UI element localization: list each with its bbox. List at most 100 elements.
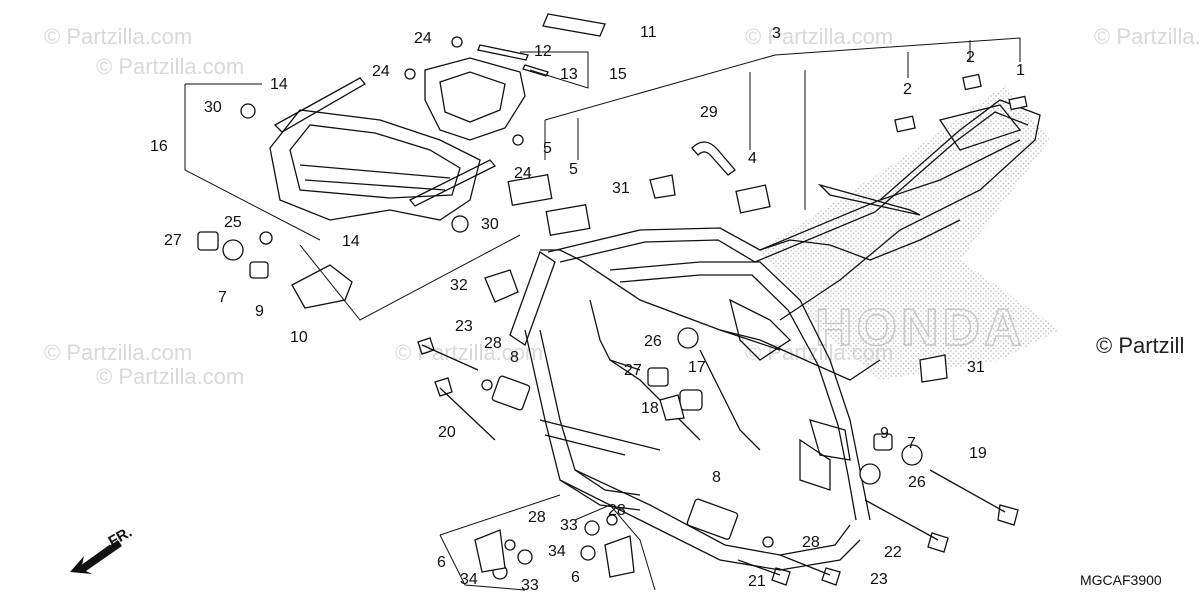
callout-20: 20 xyxy=(438,424,456,441)
callout-1: 1 xyxy=(1016,62,1025,79)
grommet-26b xyxy=(859,463,881,485)
bolt-19 xyxy=(929,469,1019,526)
callout-29: 29 xyxy=(700,104,718,121)
frame-rear-cross xyxy=(817,183,921,216)
bolt-20 xyxy=(434,377,496,441)
frame-gusset xyxy=(589,299,641,371)
callout-8: 8 xyxy=(712,469,721,486)
callout-11: 11 xyxy=(640,24,657,41)
callout-6: 6 xyxy=(437,554,446,571)
bolt-23a xyxy=(417,337,479,371)
collar-17 xyxy=(679,389,703,411)
washer-28c xyxy=(606,514,618,526)
frame-bracket xyxy=(729,298,792,361)
callout-13: 13 xyxy=(560,66,578,83)
cover-strip-12 xyxy=(477,44,529,61)
frame-bracket-2 xyxy=(809,419,851,461)
callout-19: 19 xyxy=(969,445,987,462)
washer-28a xyxy=(481,379,493,391)
callout-30: 30 xyxy=(204,99,222,116)
clamp-31a xyxy=(649,174,676,199)
callout-26: 26 xyxy=(644,333,662,350)
callout-24: 24 xyxy=(414,30,432,47)
label-2b xyxy=(962,73,982,91)
callout-34: 34 xyxy=(460,571,478,588)
frame-front-loop xyxy=(609,261,871,521)
callout-33: 33 xyxy=(560,517,578,534)
callout-31: 31 xyxy=(612,180,630,197)
callout-3: 3 xyxy=(772,25,781,42)
callout-14: 14 xyxy=(342,233,360,250)
watermark: © Partzilla.com xyxy=(1094,24,1200,49)
callout-28: 28 xyxy=(608,502,626,519)
callout-32: 32 xyxy=(450,277,468,294)
callout-18: 18 xyxy=(641,400,659,417)
collar-9a xyxy=(249,261,269,279)
copyright-text: © Partzill xyxy=(1096,333,1185,358)
callout-31: 31 xyxy=(967,359,985,376)
frame-cradle-bottom xyxy=(559,479,861,571)
relay-box-inner xyxy=(439,71,506,123)
callout-34: 34 xyxy=(548,543,566,560)
nut-34b xyxy=(580,545,596,561)
callout-6: 6 xyxy=(571,569,580,586)
frame-down-tube-left-2 xyxy=(539,329,641,496)
clip-18 xyxy=(659,394,685,421)
nut-27a xyxy=(197,231,219,251)
callout-33: 33 xyxy=(521,577,539,594)
rubber-strip-14b xyxy=(408,159,497,207)
brand-text: HONDA xyxy=(815,299,1026,357)
nut-33b xyxy=(517,549,533,565)
battery-tray-inner xyxy=(289,124,461,199)
bolt-head-30b xyxy=(451,215,469,233)
callout-9: 9 xyxy=(880,425,889,442)
group-line-6 xyxy=(439,494,561,591)
frame-top-tube-inner xyxy=(559,111,1029,263)
screw-24b xyxy=(404,68,416,80)
watermark: © Partzilla.com xyxy=(745,24,894,49)
frame-lower-rail xyxy=(539,419,661,451)
frame-backbone xyxy=(540,249,781,351)
label-5b xyxy=(545,203,591,237)
watermark: © Partzilla.com xyxy=(44,24,193,49)
grommet-26a xyxy=(677,327,699,349)
bushing-7a xyxy=(222,239,244,261)
relay-box-15 xyxy=(424,57,526,141)
stipple-shading xyxy=(760,85,1060,380)
frame-mount-plate xyxy=(799,438,831,491)
callout-16: 16 xyxy=(150,138,168,155)
plate-6a xyxy=(474,529,506,573)
frame-front-loop-2 xyxy=(619,274,857,521)
callout-5: 5 xyxy=(543,140,552,157)
label-11 xyxy=(542,13,606,37)
callout-25: 25 xyxy=(224,214,242,231)
watermark: © Partzilla.com xyxy=(96,364,245,389)
group-line-12-15 xyxy=(520,51,589,89)
callout-30: 30 xyxy=(481,216,499,233)
callout-2: 2 xyxy=(966,49,975,66)
collar-9b xyxy=(873,433,893,451)
callout-15: 15 xyxy=(609,66,627,83)
callout-7: 7 xyxy=(907,435,916,452)
callout-21: 21 xyxy=(748,573,766,590)
callout-27: 27 xyxy=(164,232,182,249)
callout-24: 24 xyxy=(514,165,532,182)
label-1 xyxy=(1008,95,1028,111)
frame-cradle-bottom-2 xyxy=(574,469,851,556)
bolt-22 xyxy=(864,499,949,553)
screw-24c xyxy=(512,134,524,146)
callout-24: 24 xyxy=(372,63,390,80)
frame-top-tube xyxy=(547,99,1041,321)
diagram-code: MGCAF3900 xyxy=(1080,572,1162,588)
callout-8: 8 xyxy=(510,349,519,366)
label-2a xyxy=(894,115,916,133)
callout-12: 12 xyxy=(534,43,552,60)
bolt-23b xyxy=(779,554,841,586)
callout-26: 26 xyxy=(908,474,926,491)
bracket-10 xyxy=(291,264,353,309)
callout-2: 2 xyxy=(903,81,912,98)
callout-17: 17 xyxy=(688,359,706,376)
watermark: © Partzilla.com xyxy=(395,340,544,365)
group-line-14 xyxy=(184,83,321,241)
